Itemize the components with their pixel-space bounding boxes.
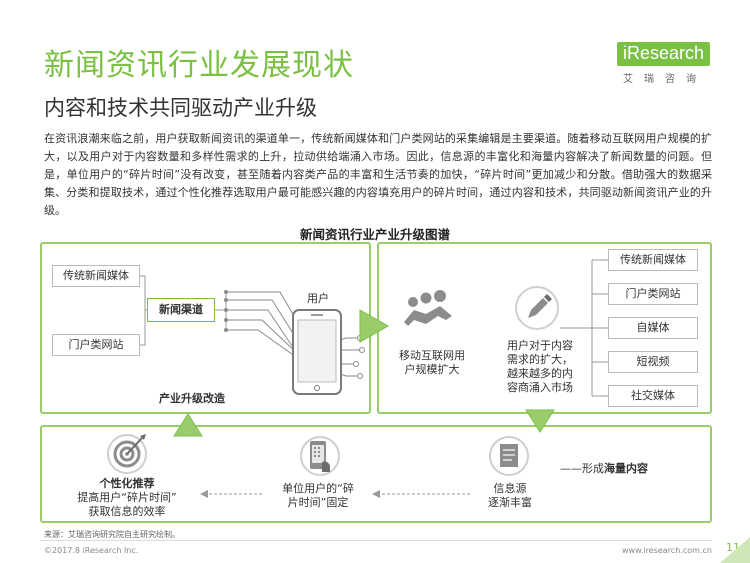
dashed-arrow-heads — [200, 490, 380, 498]
copyright-text: ©2017.8 iResearch Inc. — [44, 546, 139, 555]
arrow-up-icon — [173, 413, 203, 437]
smartphone-icon — [292, 309, 342, 395]
massive-content-prefix: ——形成 — [560, 462, 604, 475]
industry-upgrade-caption: 产业升级改造 — [159, 392, 225, 405]
website-text: www.iresearch.com.cn — [622, 546, 712, 555]
mobile-growth-text: 移动互联网用 户规模扩大 — [386, 349, 478, 377]
personalized-desc-line-1: 提高用户“碎片时间” — [77, 491, 177, 504]
media-list-item: 社交媒体 — [608, 385, 698, 407]
info-source-text: 信息源 逐渐丰富 — [470, 482, 550, 510]
media-list-label: 社交媒体 — [631, 389, 675, 402]
media-list-label: 自媒体 — [636, 321, 670, 334]
fragment-time-text: 单位用户的“碎 片时间”固定 — [266, 482, 370, 510]
portal-label: 门户类网站 — [68, 338, 124, 351]
portal-box: 门户类网站 — [52, 334, 140, 356]
personalized-text: 个性化推荐 提高用户“碎片时间” 获取信息的效率 — [54, 477, 200, 519]
media-list-label: 门户类网站 — [625, 287, 681, 300]
fragment-time-line-1: 单位用户的“碎 — [282, 482, 354, 495]
media-list-item: 短视频 — [608, 351, 698, 373]
left-connectors — [140, 275, 227, 346]
mobile-growth-line-1: 移动互联网用 — [399, 349, 465, 362]
arrow-right-icon — [359, 309, 390, 343]
iresearch-logo: iResearch 艾瑞咨询 — [617, 42, 711, 85]
panel-content-flow — [40, 425, 712, 523]
news-channel-box: 新闻渠道 — [147, 298, 215, 322]
intro-paragraph: 在资讯浪潮来临之前，用户获取新闻资讯的渠道单一，传统新闻媒体和门户类网站的采集编… — [44, 132, 712, 217]
media-list-item: 自媒体 — [608, 317, 698, 339]
traditional-media-label: 传统新闻媒体 — [63, 269, 129, 282]
info-source-line-1: 信息源 — [493, 482, 527, 495]
mobile-growth-line-2: 户规模扩大 — [404, 363, 460, 376]
demand-growth-line-4: 容商涌入市场 — [507, 381, 573, 394]
source-note: 来源：艾瑞咨询研究院自主研究绘制。 — [44, 530, 180, 539]
page-subtitle: 内容和技术共同驱动产业升级 — [44, 96, 317, 120]
pencil-icon — [515, 286, 559, 330]
massive-content-bold: 海量内容 — [604, 462, 648, 475]
demand-growth-line-3: 越来越多的内 — [507, 367, 573, 380]
diagram-title: 新闻资讯行业产业升级图谱 — [299, 227, 450, 242]
massive-content-text: ——形成海量内容 — [560, 462, 690, 476]
news-channel-label: 新闻渠道 — [159, 303, 203, 316]
demand-growth-text: 用户对于内容 需求的扩大， 越来越多的内 容商涌入市场 — [492, 339, 588, 395]
logo-main-text: iResearch — [617, 42, 711, 66]
demand-growth-line-2: 需求的扩大， — [507, 353, 573, 366]
media-list-item: 门户类网站 — [608, 283, 698, 305]
media-list-label: 短视频 — [636, 355, 670, 368]
demand-growth-line-1: 用户对于内容 — [507, 339, 573, 352]
phone-touch-icon — [300, 436, 340, 476]
personalized-desc-line-2: 获取信息的效率 — [88, 505, 166, 518]
page-title: 新闻资讯行业发展现状 — [44, 48, 354, 83]
media-list-connectors — [560, 259, 608, 397]
media-list-label: 传统新闻媒体 — [620, 253, 686, 266]
target-icon — [107, 434, 147, 474]
corner-decoration — [720, 537, 750, 563]
traditional-media-box: 传统新闻媒体 — [52, 265, 140, 287]
logo-sub-text: 艾瑞咨询 — [623, 74, 707, 85]
user-label: 用户 — [307, 292, 329, 305]
fragment-time-line-2: 片时间”固定 — [287, 496, 349, 509]
people-group-icon — [404, 290, 452, 326]
info-source-line-2: 逐渐丰富 — [488, 496, 532, 509]
arrow-down-icon — [525, 409, 555, 433]
media-list-item: 传统新闻媒体 — [608, 249, 698, 271]
footer-divider — [40, 540, 712, 541]
document-icon — [489, 436, 529, 476]
personalized-title: 个性化推荐 — [99, 477, 155, 490]
